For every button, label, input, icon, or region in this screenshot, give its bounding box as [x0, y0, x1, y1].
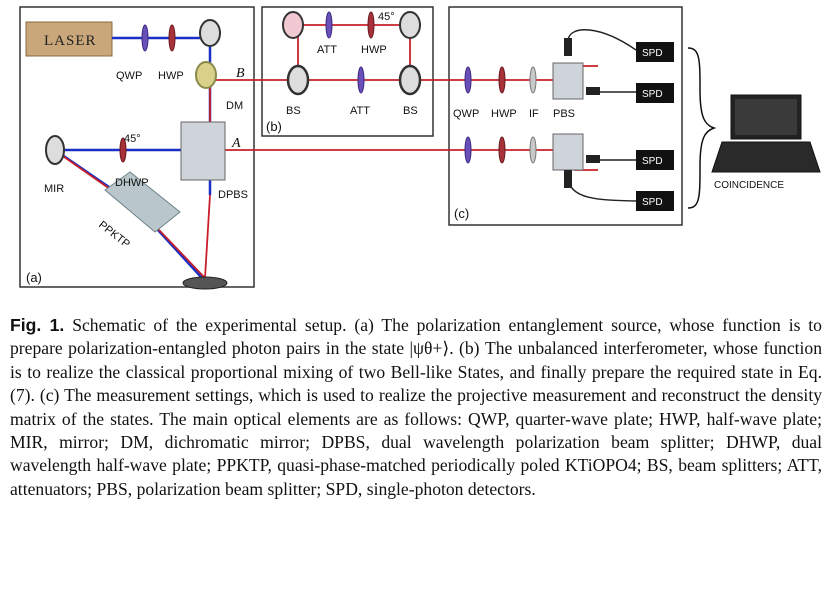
pbs-c-top — [552, 62, 584, 100]
att-bottom — [357, 66, 365, 94]
mirror-bottom — [182, 276, 228, 290]
label-panel-c: (c) — [454, 206, 469, 221]
caption-text: Schematic of the experimental setup. (a)… — [10, 315, 822, 499]
spd-2: SPD — [636, 83, 674, 103]
label-dpbs: DPBS — [218, 189, 248, 201]
label-panel-a: (a) — [26, 270, 42, 285]
hwp-b — [367, 11, 375, 39]
qwp-a — [141, 24, 149, 52]
photon-beams — [56, 24, 598, 279]
ppktp-crystal — [104, 171, 181, 233]
fiber-cables — [567, 29, 640, 202]
bs-top-left — [282, 11, 304, 39]
laser-label: LASER — [44, 33, 97, 49]
label-qwp-c: QWP — [453, 108, 479, 120]
panel-a-frame — [19, 6, 255, 288]
label-hwp-a: HWP — [158, 70, 184, 82]
hwp-c-top — [498, 66, 506, 94]
qwp-c-bottom — [464, 136, 472, 164]
label-hwp-b: HWP — [361, 44, 387, 56]
mirror-top — [199, 19, 221, 47]
svg-text:SPD: SPD — [642, 89, 663, 100]
label-dhwp: DHWP — [115, 177, 149, 189]
label-panel-b: (b) — [266, 119, 282, 134]
label-bs-right: BS — [403, 105, 418, 117]
figure-caption: Fig. 1. Schematic of the experimental se… — [10, 314, 822, 501]
att-top — [325, 11, 333, 39]
hwp-c-bottom — [498, 136, 506, 164]
bs-bottom-left — [286, 64, 310, 96]
dhwp-plate — [119, 137, 127, 163]
label-dm: DM — [226, 100, 243, 112]
svg-text:SPD: SPD — [642, 156, 663, 167]
label-coincidence: COINCIDENCE — [714, 180, 784, 191]
if-c-bottom — [529, 136, 537, 164]
if-c-top — [529, 66, 537, 94]
label-att-bottom: ATT — [350, 105, 370, 117]
label-ppktp: PPKTP — [96, 219, 132, 251]
laser-source: LASER — [25, 21, 113, 57]
bs-bottom-right — [398, 64, 422, 96]
qwp-c-top — [464, 66, 472, 94]
label-mir: MIR — [44, 183, 64, 195]
label-if-c: IF — [529, 108, 539, 120]
label-att-top: ATT — [317, 44, 337, 56]
spd-3: SPD — [636, 150, 674, 170]
svg-text:SPD: SPD — [642, 197, 663, 208]
dpbs-cube — [180, 121, 226, 181]
label-qwp-a: QWP — [116, 70, 142, 82]
dichroic-mirror — [195, 61, 217, 89]
label-beam-a: A — [231, 136, 241, 151]
label-hwp-c: HWP — [491, 108, 517, 120]
fiber-couplers — [564, 38, 600, 188]
spd-1: SPD — [636, 42, 674, 62]
label-angle-dhwp: 45° — [124, 133, 141, 145]
label-beam-b: B — [236, 66, 245, 81]
setup-schematic: LASER — [19, 6, 821, 290]
caption-label: Fig. 1. — [10, 315, 65, 335]
panel-c-frame — [448, 6, 683, 226]
hwp-a — [168, 24, 176, 52]
spd-4: SPD — [636, 191, 674, 211]
mir-mirror — [45, 135, 65, 165]
pbs-c-bottom — [552, 133, 584, 171]
coincidence-computer — [711, 94, 821, 173]
svg-text:SPD: SPD — [642, 48, 663, 59]
label-bs-left: BS — [286, 105, 301, 117]
label-pbs-c: PBS — [553, 108, 575, 120]
mirror-b-top-right — [399, 11, 421, 39]
curly-brace — [687, 47, 717, 209]
label-angle-b: 45° — [378, 11, 395, 23]
panel-b-frame — [261, 6, 434, 137]
